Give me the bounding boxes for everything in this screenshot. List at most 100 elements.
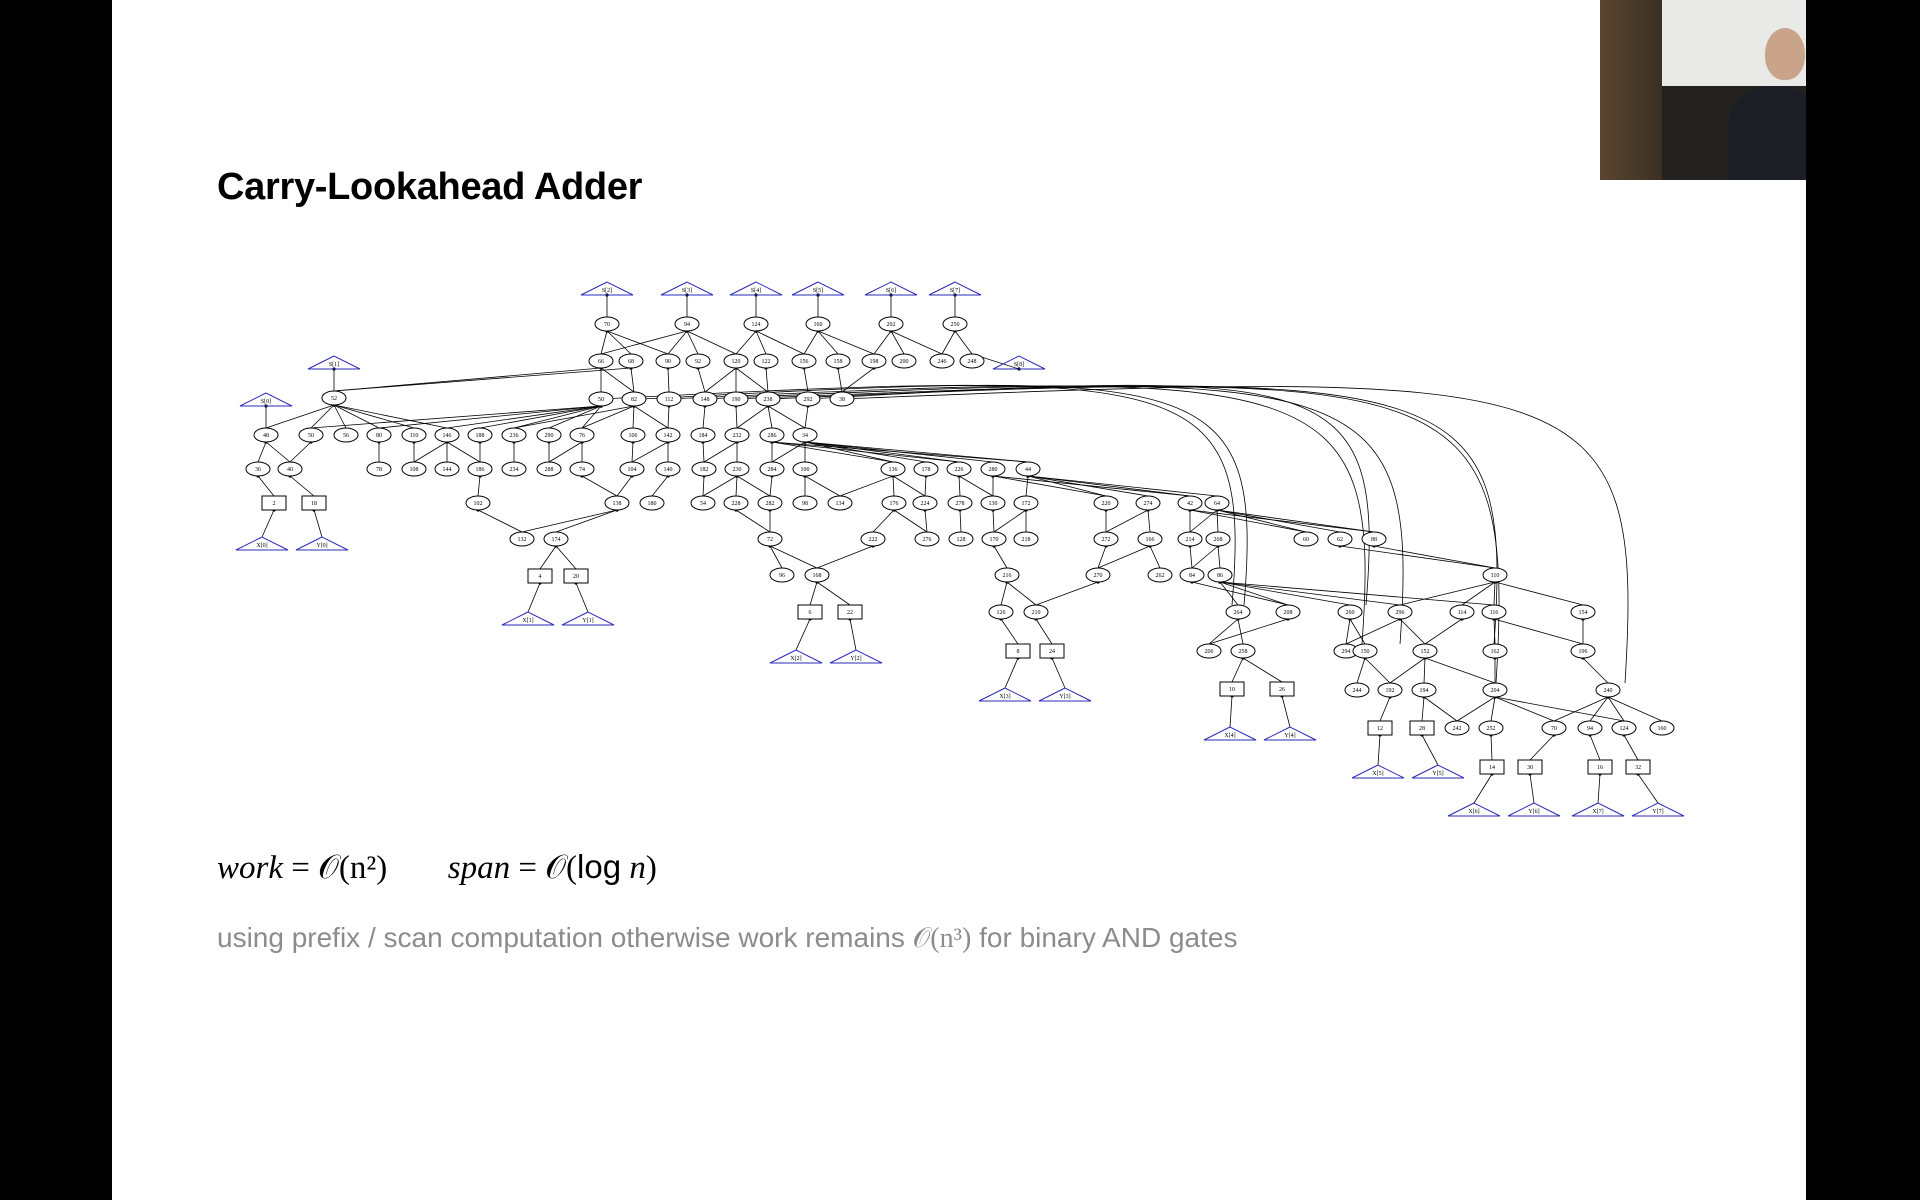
op-node: 290 bbox=[545, 433, 554, 439]
op-node: 138 bbox=[613, 501, 622, 507]
op-node: 160 bbox=[1658, 726, 1667, 732]
graph-edge bbox=[1243, 658, 1282, 682]
graph-edge bbox=[1590, 735, 1600, 760]
graph-edge bbox=[804, 368, 808, 392]
and-gate-node: 22 bbox=[847, 610, 853, 616]
op-node: 244 bbox=[1353, 688, 1362, 694]
op-node: 292 bbox=[804, 397, 813, 403]
graph-edge bbox=[1378, 735, 1380, 765]
output-node: S[6] bbox=[886, 288, 896, 294]
span-log: log bbox=[577, 848, 621, 885]
carry-edge bbox=[668, 386, 1365, 644]
op-node: 44 bbox=[1025, 467, 1031, 473]
output-node: S[2] bbox=[602, 288, 612, 294]
op-node: 124 bbox=[752, 322, 761, 328]
op-node: 74 bbox=[579, 467, 585, 473]
op-node: 96 bbox=[779, 573, 785, 579]
op-node: 150 bbox=[1361, 649, 1370, 655]
and-gate-node: 26 bbox=[1279, 687, 1285, 693]
op-node: 156 bbox=[800, 359, 809, 365]
op-node: 268 bbox=[1214, 537, 1223, 543]
op-node: 234 bbox=[510, 467, 519, 473]
graph-edge bbox=[756, 331, 804, 354]
graph-edge bbox=[1028, 476, 1217, 496]
graph-edge bbox=[1400, 619, 1425, 644]
graph-edge bbox=[810, 582, 817, 605]
graph-edge bbox=[334, 405, 447, 428]
graph-edge bbox=[1425, 619, 1462, 644]
op-node: 52 bbox=[331, 396, 337, 402]
input-node: X[7] bbox=[1592, 809, 1603, 815]
graph-edge bbox=[668, 406, 669, 428]
graph-edge bbox=[873, 510, 894, 532]
graph-edge bbox=[993, 510, 994, 532]
graph-edge bbox=[576, 583, 588, 612]
graph-edge bbox=[414, 442, 447, 462]
op-node: 136 bbox=[889, 467, 898, 473]
op-node: 220 bbox=[1102, 501, 1111, 507]
graph-edge bbox=[817, 582, 850, 605]
graph-edge bbox=[478, 476, 480, 496]
graph-edge bbox=[556, 546, 576, 569]
graph-edge bbox=[959, 476, 993, 496]
graph-edge bbox=[262, 510, 274, 537]
op-node: 190 bbox=[732, 397, 741, 403]
graph-edge bbox=[736, 331, 756, 354]
graph-edge bbox=[817, 546, 873, 568]
output-node: S[4] bbox=[751, 288, 761, 294]
graph-edge bbox=[634, 406, 668, 428]
carry-lookahead-dataflow-graph: X[0]Y[0]X[1]Y[1]X[2]Y[2]X[3]Y[3]X[4]Y[4]… bbox=[112, 0, 1806, 1200]
graph-edge bbox=[1365, 658, 1390, 683]
slide: Carry-Lookahead Adder X[0]Y[0]X[1]Y[1]X[… bbox=[112, 0, 1806, 1200]
graph-edge bbox=[266, 442, 290, 462]
op-node: 110 bbox=[410, 433, 419, 439]
input-node: Y[5] bbox=[1432, 771, 1443, 777]
graph-edge bbox=[703, 406, 705, 428]
output-node: S[7] bbox=[950, 288, 960, 294]
graph-edge bbox=[1001, 582, 1007, 605]
op-node: 134 bbox=[836, 501, 845, 507]
graph-edge bbox=[1494, 582, 1495, 605]
graph-edge bbox=[768, 406, 772, 428]
op-node: 66 bbox=[598, 359, 604, 365]
graph-edge bbox=[1238, 619, 1243, 644]
graph-edge bbox=[582, 406, 634, 428]
op-node: 112 bbox=[665, 397, 674, 403]
graph-edge bbox=[1001, 619, 1018, 644]
graph-edge bbox=[942, 331, 955, 354]
graph-edge bbox=[705, 368, 736, 392]
graph-edge bbox=[1209, 619, 1288, 644]
op-node: 286 bbox=[768, 433, 777, 439]
graph-edge bbox=[1374, 546, 1495, 568]
input-node: Y[2] bbox=[850, 656, 861, 662]
op-node: 126 bbox=[997, 610, 1006, 616]
graph-edge bbox=[1400, 582, 1495, 605]
graph-edge bbox=[891, 331, 904, 354]
graph-edge bbox=[601, 368, 634, 392]
graph-edge bbox=[379, 406, 601, 428]
op-node: 42 bbox=[1187, 501, 1193, 507]
graph-edge bbox=[805, 442, 959, 462]
graph-nodes: X[0]Y[0]X[1]Y[1]X[2]Y[2]X[3]Y[3]X[4]Y[4]… bbox=[236, 282, 1684, 816]
graph-edge bbox=[704, 442, 737, 462]
op-node: 288 bbox=[545, 467, 554, 473]
op-node: 192 bbox=[1386, 688, 1395, 694]
op-node: 206 bbox=[1205, 649, 1214, 655]
graph-edge bbox=[632, 442, 633, 462]
graph-edge bbox=[1346, 619, 1400, 644]
op-node: 90 bbox=[665, 359, 671, 365]
op-node: 176 bbox=[890, 501, 899, 507]
op-node: 272 bbox=[1102, 537, 1111, 543]
graph-edge bbox=[617, 476, 632, 496]
op-node: 170 bbox=[990, 537, 999, 543]
graph-edge bbox=[447, 406, 601, 428]
graph-edge bbox=[1148, 510, 1150, 532]
op-node: 108 bbox=[410, 467, 419, 473]
graph-edge bbox=[1424, 658, 1425, 683]
op-node: 224 bbox=[921, 501, 930, 507]
and-gate-node: 10 bbox=[1229, 687, 1235, 693]
graph-edge bbox=[840, 476, 893, 496]
and-gate-node: 12 bbox=[1377, 726, 1383, 732]
op-node: 98 bbox=[802, 501, 808, 507]
op-node: 230 bbox=[733, 467, 742, 473]
